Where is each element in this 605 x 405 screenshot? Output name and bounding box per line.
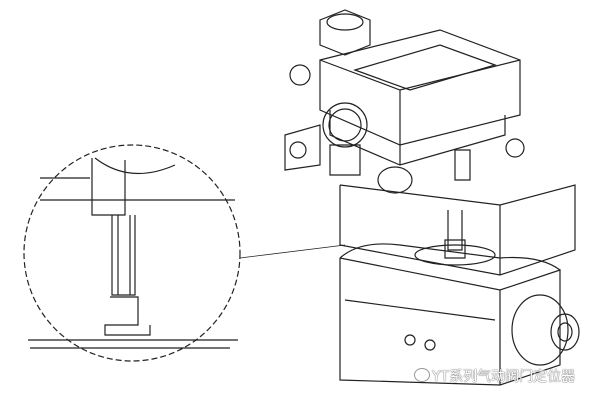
positioner-housing — [284, 9, 525, 194]
actuator-body — [339, 243, 580, 386]
detail-view — [23, 144, 346, 362]
watermark-text: YT系列气动阀门定位器 — [432, 369, 576, 385]
mounting-bracket — [339, 184, 576, 276]
wechat-icon — [414, 368, 430, 382]
